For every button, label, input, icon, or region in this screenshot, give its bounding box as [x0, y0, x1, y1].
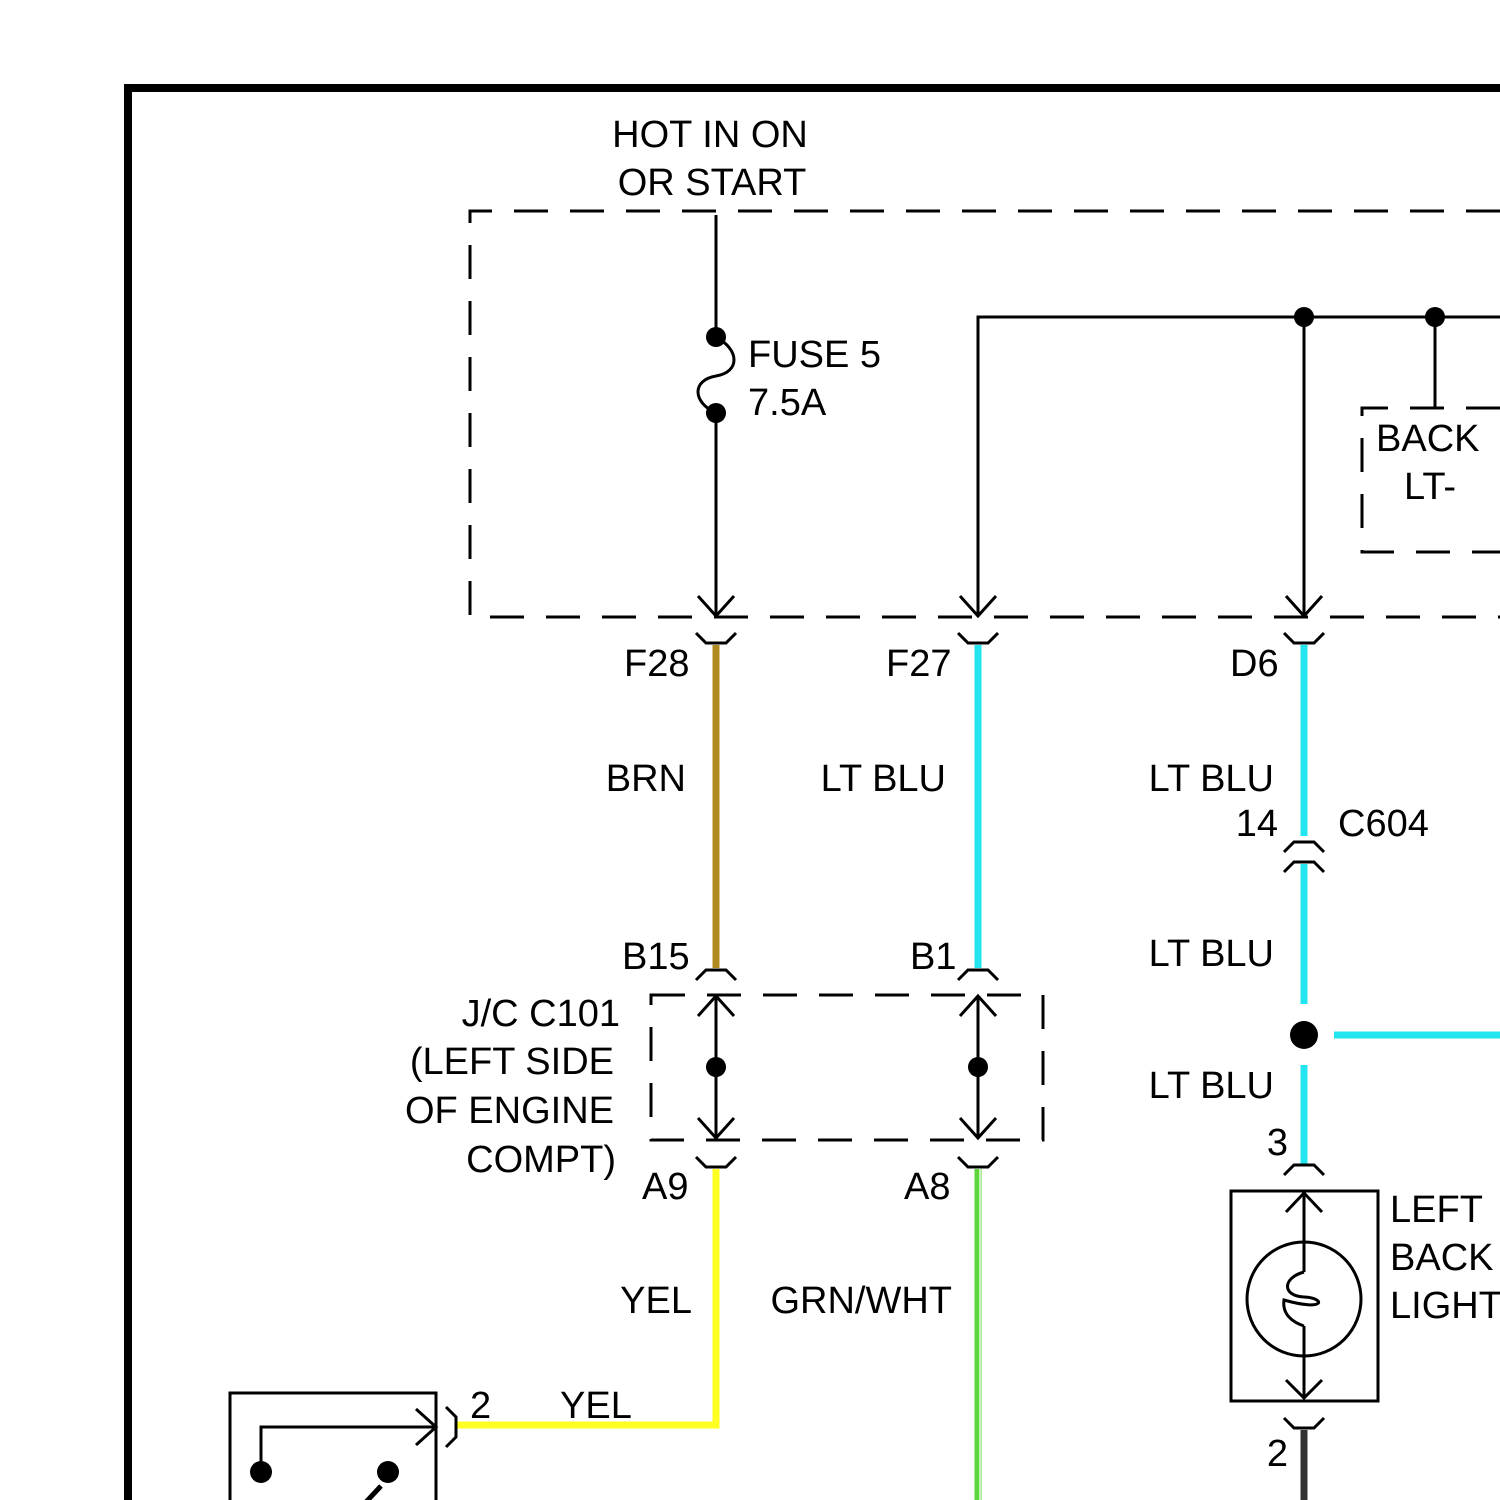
switch-connector — [446, 1407, 456, 1447]
connector-b15 — [696, 970, 736, 980]
wire-label-lt-blu-d6: LT BLU — [1149, 758, 1274, 800]
connector-a9 — [696, 1157, 736, 1167]
lamp-connector-top — [1284, 1165, 1324, 1175]
pin-d6-label: D6 — [1230, 643, 1279, 685]
splice-point — [1290, 1021, 1318, 1049]
wire-label-lt-blu-c604: LT BLU — [1149, 933, 1274, 975]
connector-a8 — [958, 1157, 998, 1167]
fuse-rating: 7.5A — [748, 382, 827, 424]
wire-label-yel-vertical: YEL — [620, 1280, 692, 1322]
pin-b15-label: B15 — [622, 936, 690, 978]
switch-pin-label: 2 — [470, 1385, 491, 1427]
pin-b1-label: B1 — [910, 936, 956, 978]
wire-label-lt-blu-lamp: LT BLU — [1149, 1065, 1274, 1107]
pin-f27-label: F27 — [886, 643, 951, 685]
switch-internal-line — [261, 1427, 434, 1472]
fuse-block-outline — [470, 211, 1500, 617]
lamp-pin-bottom-label: 2 — [1267, 1433, 1288, 1475]
junction-label-line2: (LEFT SIDE — [410, 1041, 614, 1083]
switch-contact-left — [250, 1461, 272, 1483]
junction-node-left — [706, 1057, 726, 1077]
junction-label-line4: COMPT) — [466, 1139, 616, 1181]
c604-pin-label: 14 — [1236, 803, 1278, 845]
junction-label-line3: OF ENGINE — [405, 1090, 614, 1132]
power-source-label-line1: HOT IN ON — [612, 114, 808, 156]
pin-f28-label: F28 — [624, 643, 689, 685]
pin-a8-label: A8 — [904, 1166, 950, 1208]
wire-label-brn: BRN — [606, 758, 686, 800]
connector-c604-top — [1284, 842, 1324, 852]
wire-label-yel-horizontal: YEL — [560, 1385, 632, 1427]
fuse-name: FUSE 5 — [748, 334, 881, 376]
lamp-pin-top-label: 3 — [1267, 1122, 1288, 1164]
c604-connector-label: C604 — [1338, 803, 1429, 845]
connector-f27 — [958, 633, 998, 643]
lamp-label-line2: BACK — [1390, 1237, 1493, 1279]
lamp-label-line1: LEFT — [1390, 1189, 1483, 1231]
junction-label-line1: J/C C101 — [462, 993, 620, 1035]
wire-label-grn-wht: GRN/WHT — [770, 1280, 952, 1322]
switch-contact-right — [377, 1461, 399, 1483]
power-source-label-line2: OR START — [618, 162, 807, 204]
connector-f28 — [696, 633, 736, 643]
back-lt-label-line1: BACK — [1376, 418, 1479, 460]
wire-label-lt-blu-f27: LT BLU — [821, 758, 946, 800]
junction-node-right — [968, 1057, 988, 1077]
connector-b1 — [958, 970, 998, 980]
back-lt-label-line2: LT- — [1404, 466, 1456, 508]
switch-blade — [366, 1486, 381, 1500]
fuse-5-symbol — [698, 337, 734, 413]
connector-d6 — [1284, 633, 1324, 643]
lamp-connector-bottom — [1284, 1418, 1324, 1428]
pin-a9-label: A9 — [642, 1166, 688, 1208]
lamp-label-line3: LIGHT — [1390, 1285, 1500, 1327]
